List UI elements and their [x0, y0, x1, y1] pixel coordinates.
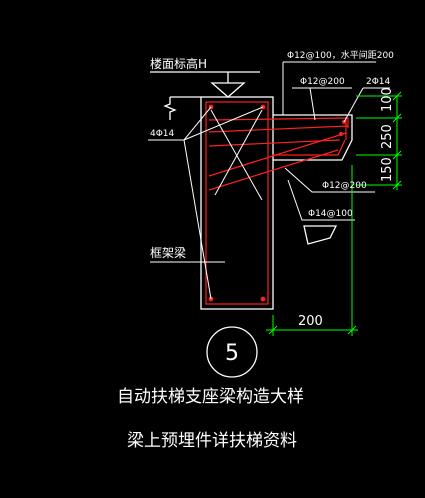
rebar-dot-br: [260, 296, 266, 302]
title-line-1: 自动扶梯支座梁构造大样: [117, 387, 304, 407]
label-top-note: Φ12@100，水平间距200: [287, 49, 394, 61]
label-bar-c: Φ12@200: [322, 181, 367, 191]
leader-lines: [148, 61, 390, 300]
dim-tick-h1: [268, 325, 278, 335]
embedded-plate: [303, 225, 338, 245]
dim-text-150: 150: [380, 157, 395, 182]
corbel-top-bar: [208, 117, 349, 128]
dim-text-200: 200: [298, 314, 323, 329]
label-floor-elevation: 楼面标高H: [150, 56, 207, 71]
label-bar-a: Φ12@200: [300, 77, 345, 87]
frame-beam-outline: [200, 96, 274, 310]
label-bar-d: Φ14@100: [308, 209, 353, 219]
rebar-dot-c2: [339, 132, 343, 136]
rebar-dots: [208, 104, 346, 302]
title-line-2: 梁上预埋件详扶梯资料: [127, 431, 297, 451]
label-frame-beam: 框架梁: [150, 245, 186, 260]
dim-tick-h2: [347, 325, 357, 335]
corbel-outline: [273, 114, 353, 161]
dimension-lines: [266, 91, 402, 336]
beam-stirrup: [205, 101, 269, 305]
corbel-bottom-bar: [272, 139, 346, 156]
concrete-outline: [150, 71, 353, 310]
cross-line-1: [210, 109, 263, 201]
dim-tick-1: [392, 91, 402, 101]
leader-left-bars: [148, 106, 264, 300]
leader-bar-d: [287, 179, 355, 221]
label-bar-b: 2Φ14: [366, 77, 391, 87]
slab-break-line: [163, 96, 201, 120]
leader-bar-a: [292, 87, 352, 121]
elevation-triangle: [210, 82, 246, 98]
diagonal-bar-2: [208, 149, 339, 191]
detail-number-circle: [206, 326, 258, 378]
cross-line-2: [214, 109, 263, 196]
leader-bar-c: [284, 167, 375, 193]
dim-text-100: 100: [380, 87, 395, 112]
leader-top-note: [282, 61, 376, 115]
detail-number: 5: [225, 341, 239, 366]
leader-bar-b: [343, 87, 390, 123]
dim-tick-4: [392, 180, 402, 190]
dim-text-250: 250: [380, 124, 395, 149]
rebar-group: [205, 101, 349, 305]
label-left-bars: 4Φ14: [150, 129, 175, 139]
dim-tick-2: [392, 113, 402, 123]
dim-tick-3: [392, 150, 402, 160]
corbel-bar-1: [208, 125, 349, 133]
